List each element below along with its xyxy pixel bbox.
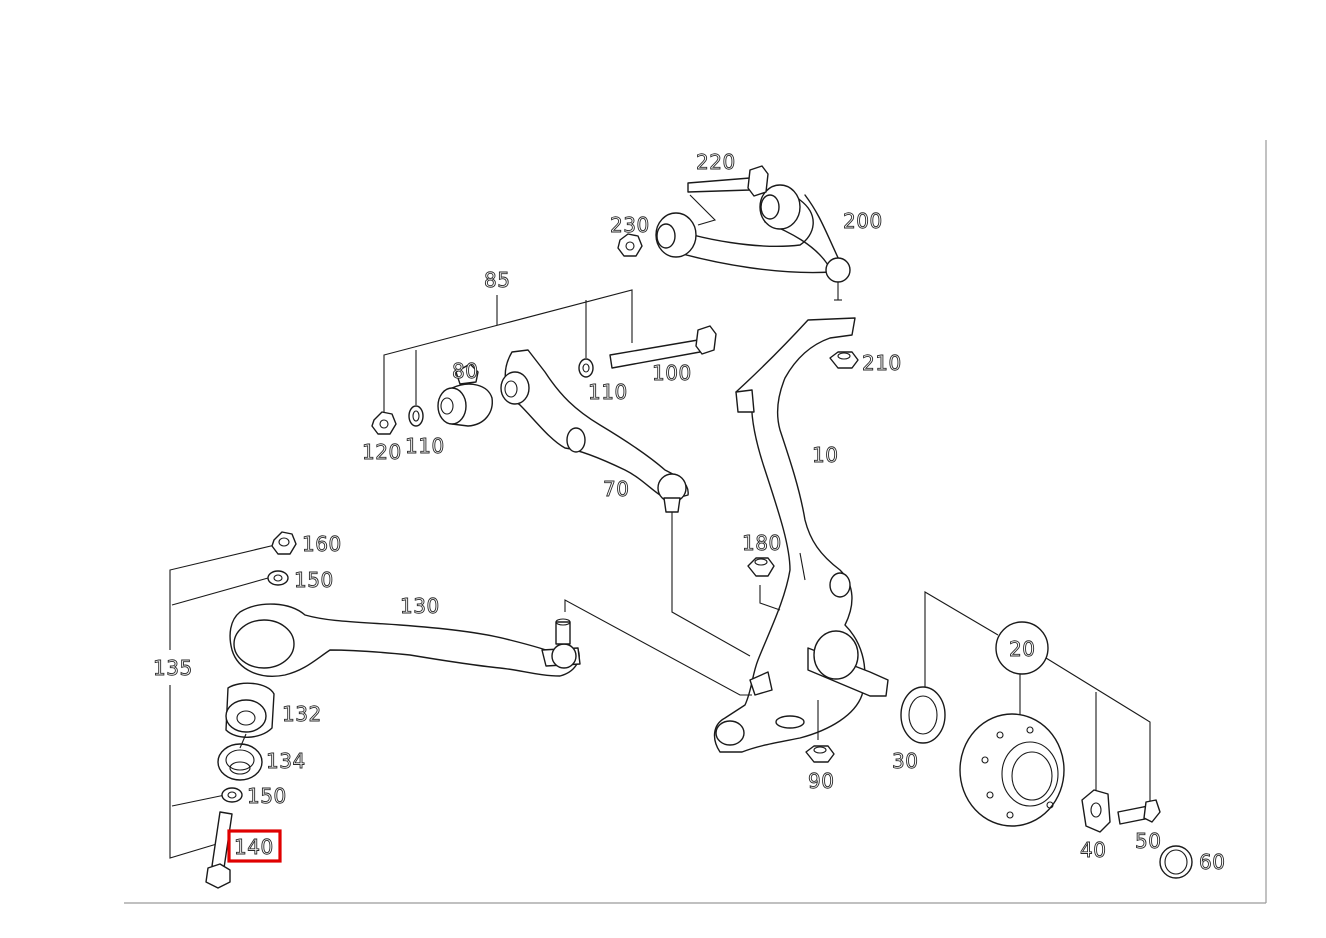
callout-100: 100 <box>652 361 692 385</box>
cap-60 <box>1159 845 1193 879</box>
callout-220: 220 <box>696 150 736 174</box>
callout-135: 135 <box>153 656 193 680</box>
callout-90: 90 <box>808 769 834 793</box>
bushing-80 <box>437 363 493 427</box>
callout-200: 200 <box>843 209 883 233</box>
callout-132: 132 <box>282 702 322 726</box>
bushing-132 <box>225 682 275 738</box>
steering-knuckle-10 <box>713 317 889 753</box>
bracket-40 <box>1081 789 1111 833</box>
control-arm-70 <box>500 349 689 530</box>
wheel-hub-20 <box>959 713 1065 827</box>
bolt-140 <box>205 811 233 889</box>
leader-85 <box>383 289 633 412</box>
callout-10: 10 <box>812 443 838 467</box>
nut-230 <box>617 233 643 257</box>
callout-50: 50 <box>1135 829 1161 853</box>
callout-150-bottom: 150 <box>247 784 287 808</box>
callout-40: 40 <box>1080 838 1106 862</box>
upper-control-arm-200 <box>655 184 851 301</box>
washer-150-bottom <box>221 787 243 803</box>
callout-20: 20 <box>1009 637 1035 661</box>
bushing-134 <box>217 743 263 781</box>
nut-120 <box>371 411 397 435</box>
diagram-frame <box>124 140 1267 904</box>
callout-210: 210 <box>862 351 902 375</box>
nut-180 <box>747 557 775 577</box>
highlight-box-140 <box>227 829 282 863</box>
callout-labels: 220 230 200 85 100 110 210 80 120 110 10… <box>153 150 1226 875</box>
callout-130: 130 <box>400 594 440 618</box>
callout-160: 160 <box>302 532 342 556</box>
callout-110-right: 110 <box>588 380 628 404</box>
callout-180: 180 <box>742 531 782 555</box>
callout-140: 140 <box>234 835 274 859</box>
leader-20 <box>924 591 1151 810</box>
callout-80: 80 <box>452 359 478 383</box>
washer-110-right <box>578 358 594 378</box>
callout-30: 30 <box>892 749 918 773</box>
nut-160 <box>271 531 297 555</box>
washer-150-top <box>267 570 289 586</box>
lower-control-arm-130 <box>229 603 581 677</box>
nut-210 <box>829 351 859 369</box>
seal-30 <box>900 686 946 744</box>
nut-90 <box>805 700 835 763</box>
callout-85: 85 <box>484 268 510 292</box>
callout-134: 134 <box>266 749 306 773</box>
callout-110-left: 110 <box>405 434 445 458</box>
callout-230: 230 <box>610 213 650 237</box>
callout-60: 60 <box>1199 850 1225 874</box>
bolt-220 <box>687 165 769 197</box>
bolt-50 <box>1117 799 1161 825</box>
callout-circle-20 <box>995 621 1049 675</box>
washer-110-left <box>408 405 424 427</box>
bolt-100 <box>609 325 717 369</box>
callout-70: 70 <box>603 477 629 501</box>
callout-150-top: 150 <box>294 568 334 592</box>
leader-135 <box>169 544 276 859</box>
callout-120: 120 <box>362 440 402 464</box>
